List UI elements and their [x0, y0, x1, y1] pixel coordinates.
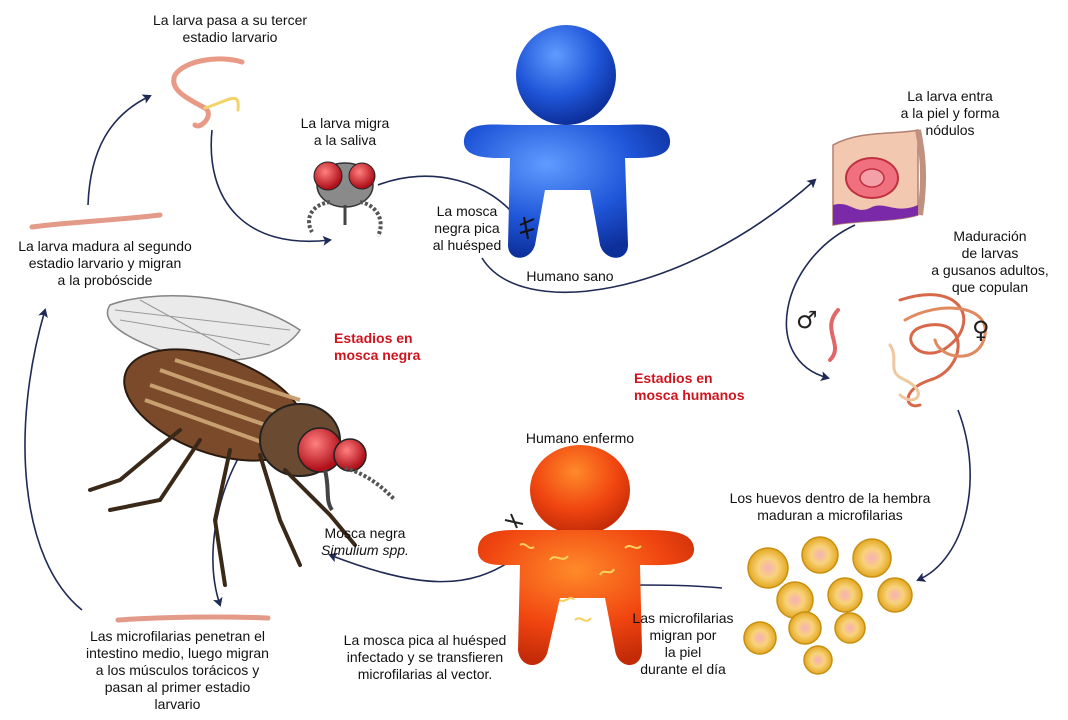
label-line: a gusanos adultos, [915, 262, 1065, 279]
larva-first-stage [118, 617, 268, 620]
label-line: La mosca [412, 203, 522, 220]
label-line: La larva pasa a su tercer [130, 12, 330, 29]
label-line: estadio larvario [130, 29, 330, 46]
label-third-stage: La larva pasa a su tercer estadio larvar… [130, 12, 330, 46]
label-line: a la probóscide [0, 272, 210, 289]
label-eggs: Los huevos dentro de la hembra maduran a… [700, 490, 960, 524]
female-symbol: ♀ [972, 318, 990, 342]
label-line: La larva entra [880, 88, 1020, 105]
arrow-eggs-to-sick [632, 585, 722, 588]
label-line: nódulos [880, 122, 1020, 139]
label-enters-skin: La larva entra a la piel y forma nódulos [880, 88, 1020, 139]
label-line-italic: Simulium spp. [305, 542, 425, 559]
microfilariae-eggs [744, 537, 912, 674]
label-microfilariae-migrate: Las microfilarias migran por la piel dur… [618, 610, 748, 678]
arrow-penetrate-to-second [25, 310, 82, 610]
label-fly-name: Mosca negra Simulium spp. [305, 525, 425, 559]
label-line: estadio larvario y migran [0, 255, 210, 272]
label-line: a los músculos torácicos y [70, 662, 285, 679]
label-line: La mosca pica al huésped [330, 632, 520, 649]
label-line: de larvas [915, 245, 1065, 262]
label-line: migran por [618, 627, 748, 644]
title-stages-fly: Estadios en mosca negra [334, 330, 454, 364]
male-symbol: ♂ [796, 308, 818, 332]
label-line: al huésped [412, 237, 522, 254]
label-line: Los huevos dentro de la hembra [700, 490, 960, 507]
label-line: durante el día [618, 661, 748, 678]
label-line: intestino medio, luego migran [70, 645, 285, 662]
label-fly-bites-infected: La mosca pica al huésped infectado y se … [330, 632, 520, 683]
label-penetrate: Las microfilarias penetran el intestino … [70, 628, 285, 713]
label-line: microfilarias al vector. [330, 666, 520, 683]
label-line: Humano enfermo [505, 430, 655, 447]
label-migrates-saliva: La larva migra a la saliva [285, 115, 405, 149]
label-line: la piel [618, 644, 748, 661]
label-line: Estadios en [334, 330, 454, 347]
label-line: Las microfilarias [618, 610, 748, 627]
label-line: maduran a microfilarias [700, 507, 960, 524]
label-line: Estadios en [634, 370, 774, 387]
label-line: La larva migra [285, 115, 405, 132]
label-line: Mosca negra [305, 525, 425, 542]
label-line: mosca negra [334, 347, 454, 364]
label-line: Las microfilarias penetran el [70, 628, 285, 645]
arrow-skin-to-adults [786, 225, 855, 378]
label-line: pasan al primer estadio [70, 679, 285, 696]
label-line: mosca humanos [634, 387, 774, 404]
larva-second-stage [32, 215, 160, 227]
label-healthy-human: Humano sano [515, 268, 625, 285]
label-fly-bites: La mosca negra pica al huésped [412, 203, 522, 254]
label-sick-human: Humano enfermo [505, 430, 655, 447]
label-line: larvario [70, 696, 285, 713]
skin-nodule [833, 130, 923, 225]
larva-third-stage [174, 59, 242, 126]
label-line: infectado y se transfieren [330, 649, 520, 666]
label-line: La larva madura al segundo [0, 238, 210, 255]
label-line: a la piel y forma [880, 105, 1020, 122]
label-line: que copulan [915, 279, 1065, 296]
adult-worms [830, 295, 985, 406]
arrow-second-to-third [88, 96, 150, 205]
title-stages-human: Estadios en mosca humanos [634, 370, 774, 404]
label-line: negra pica [412, 220, 522, 237]
label-line: Humano sano [515, 268, 625, 285]
fly-head-small [309, 162, 381, 236]
label-second-stage: La larva madura al segundo estadio larva… [0, 238, 210, 289]
label-maturation: Maduración de larvas a gusanos adultos, … [915, 228, 1065, 296]
label-line: a la saliva [285, 132, 405, 149]
label-line: Maduración [915, 228, 1065, 245]
